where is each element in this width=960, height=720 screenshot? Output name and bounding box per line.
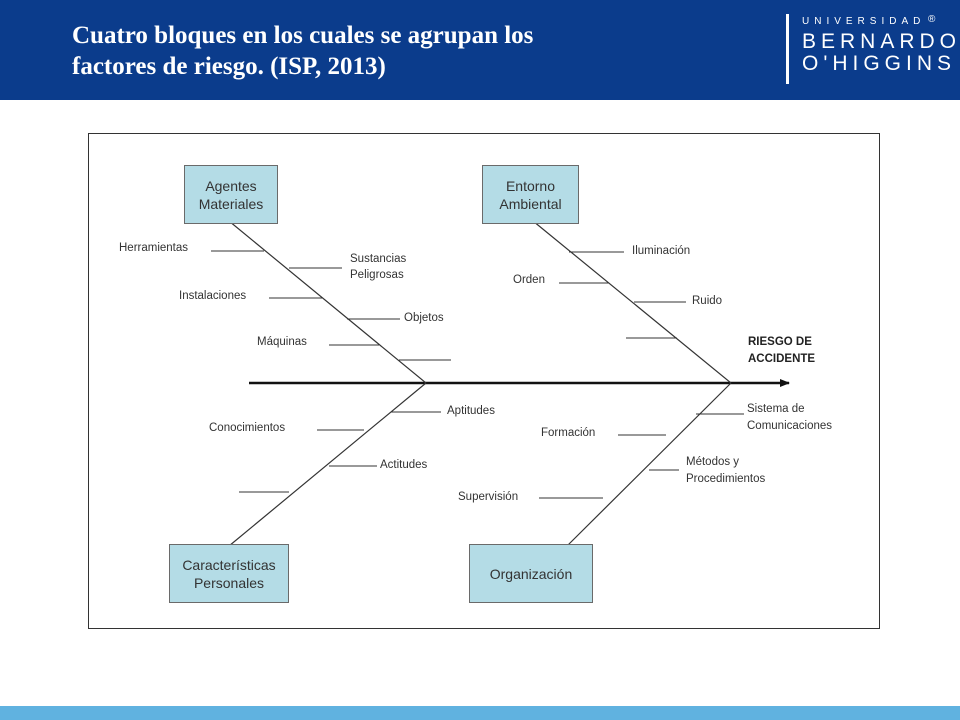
category-caracteristicas-line1: Características xyxy=(182,556,276,573)
factor-herramientas: Herramientas xyxy=(119,242,189,254)
title-line-1: Cuatro bloques en los cuales se agrupan … xyxy=(72,22,534,49)
header-banner xyxy=(0,0,960,100)
factor-actitudes: Actitudes xyxy=(380,459,428,471)
bone-agentes xyxy=(228,220,427,384)
factor-instalaciones: Instalaciones xyxy=(179,290,247,302)
factor-maquinas: Máquinas xyxy=(257,336,307,348)
category-organizacion: Organización xyxy=(469,544,593,603)
category-caracteristicas-line2: Personales xyxy=(193,574,265,591)
factor-sistema-line1: Sistema de xyxy=(747,403,805,415)
registered-mark: ® xyxy=(928,14,936,25)
effect-line1: RIESGO DE xyxy=(748,336,812,348)
factor-aptitudes: Aptitudes xyxy=(447,405,495,417)
factor-supervision: Supervisión xyxy=(458,491,519,503)
category-agentes-line2: Materiales xyxy=(198,195,264,212)
category-agentes-line1: Agentes xyxy=(205,177,257,194)
footer-accent-bar xyxy=(0,706,960,720)
category-entorno-line2: Ambiental xyxy=(499,195,562,212)
factor-sustancias-line1: Sustancias xyxy=(350,253,407,265)
factor-orden: Orden xyxy=(513,274,545,286)
bone-entorno xyxy=(532,220,732,384)
factor-ruido: Ruido xyxy=(692,295,723,307)
factor-sustancias-peligrosas: Sustancias Peligrosas xyxy=(350,251,406,283)
factor-objetos: Objetos xyxy=(404,312,444,324)
logo-divider xyxy=(786,14,789,84)
title-line-2: factores de riesgo. (ISP, 2013) xyxy=(72,53,386,80)
bone-caracteristicas xyxy=(228,382,427,547)
fishbone-lines xyxy=(211,220,790,547)
category-organizacion-label: Organización xyxy=(489,565,573,582)
factor-sistema-comunicaciones: Sistema de Comunicaciones xyxy=(747,401,832,435)
page-title: Cuatro bloques en los cuales se agrupan … xyxy=(72,20,712,82)
category-entorno-line1: Entorno xyxy=(505,177,556,194)
bone-organizacion xyxy=(566,382,732,547)
factor-metodos-procedimientos: Métodos y Procedimientos xyxy=(686,454,765,488)
factor-iluminacion: Iluminación xyxy=(632,245,691,257)
effect-line2: ACCIDENTE xyxy=(748,353,816,365)
logo-text-bernardo: BERNARDO xyxy=(802,30,960,53)
factor-formacion: Formación xyxy=(541,427,596,439)
factor-metodos-line1: Métodos y xyxy=(686,456,740,468)
effect-label: RIESGO DE ACCIDENTE xyxy=(748,334,815,368)
logo-text-ohiggins: O'HIGGINS xyxy=(802,52,957,75)
logo-text-universidad: UNIVERSIDAD xyxy=(802,16,926,27)
factor-sistema-line2: Comunicaciones xyxy=(747,420,833,432)
factor-sustancias-line2: Peligrosas xyxy=(350,269,404,281)
factor-conocimientos: Conocimientos xyxy=(209,422,286,434)
factor-metodos-line2: Procedimientos xyxy=(686,473,766,485)
